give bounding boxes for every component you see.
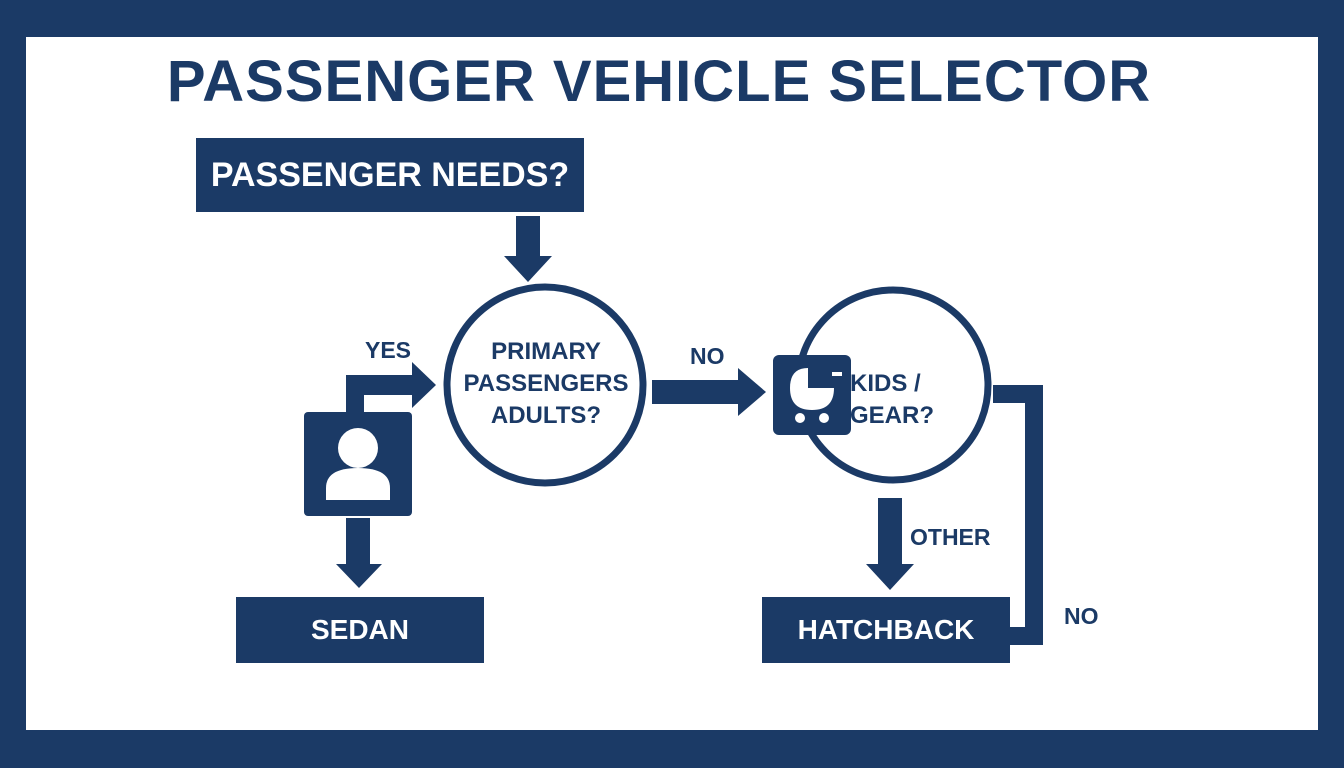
arrow-yes bbox=[346, 362, 436, 413]
decision-label-line: KIDS / bbox=[850, 370, 921, 397]
decision-label-line: PASSENGERS bbox=[463, 370, 629, 397]
decision-node-primary-adults bbox=[443, 283, 647, 487]
diagram-title: PASSENGER VEHICLE SELECTOR bbox=[166, 49, 1152, 114]
edge-label-yes: YES bbox=[365, 337, 412, 363]
result-sedan: SEDAN bbox=[236, 597, 484, 663]
decision-label-primary-adults: PRIMARY PASSENGERS ADULTS? bbox=[456, 336, 636, 432]
person-icon bbox=[304, 412, 412, 516]
arrow-no-q1-to-q2 bbox=[652, 368, 766, 416]
edge-label-no-loop: NO bbox=[1064, 603, 1099, 629]
edge-label-no: NO bbox=[690, 343, 725, 369]
arrow-other-to-hatchback bbox=[866, 498, 914, 590]
decision-label-line: ADULTS? bbox=[490, 402, 602, 429]
result-hatchback: HATCHBACK bbox=[762, 597, 1010, 663]
edge-label-other: OTHER bbox=[910, 524, 991, 550]
decision-label-line: GEAR? bbox=[850, 402, 934, 429]
start-node: PASSENGER NEEDS? bbox=[196, 138, 584, 212]
arrow-to-sedan bbox=[336, 518, 382, 588]
arrow-start-to-q1 bbox=[504, 216, 552, 282]
connector-no-loop bbox=[993, 385, 1043, 645]
stroller-icon bbox=[773, 355, 851, 435]
decision-label-kids-gear: KIDS / GEAR? bbox=[850, 368, 960, 432]
decision-label-line: PRIMARY bbox=[491, 338, 601, 365]
